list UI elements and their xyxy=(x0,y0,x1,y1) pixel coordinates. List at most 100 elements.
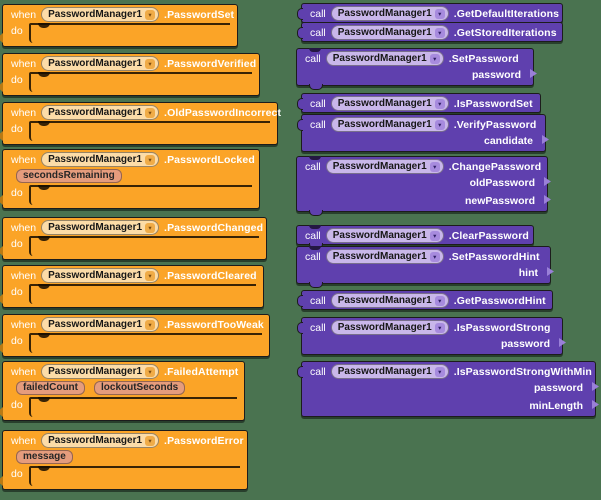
method-block-is-password-strong-with-min[interactable]: call PasswordManager1 ▾ .IsPasswordStron… xyxy=(297,361,599,417)
component-dropdown[interactable]: PasswordManager1 ▾ xyxy=(325,249,444,264)
value-socket-icon[interactable] xyxy=(542,135,549,144)
component-dropdown[interactable]: PasswordManager1 ▾ xyxy=(41,317,160,332)
event-block-password-changed[interactable]: when PasswordManager1 ▾ .PasswordChanged… xyxy=(0,217,267,260)
slot-notch-icon xyxy=(37,466,50,471)
do-slot[interactable] xyxy=(28,333,262,353)
component-dropdown[interactable]: PasswordManager1 ▾ xyxy=(41,433,160,448)
bottom-tab-icon xyxy=(309,84,323,90)
do-slot[interactable] xyxy=(28,185,252,205)
method-block-is-password-set[interactable]: call PasswordManager1 ▾ .IsPasswordSet xyxy=(297,93,541,113)
event-name: .PasswordLocked xyxy=(164,153,255,166)
value-socket-icon[interactable] xyxy=(547,267,554,276)
value-socket-icon[interactable] xyxy=(592,382,599,391)
do-keyword: do xyxy=(11,399,23,411)
value-socket-icon[interactable] xyxy=(544,195,551,204)
slot-notch-icon xyxy=(37,284,50,289)
value-socket-icon[interactable] xyxy=(592,400,599,409)
event-block-failed-attempt[interactable]: when PasswordManager1 ▾ .FailedAttempt f… xyxy=(0,361,245,421)
component-dropdown[interactable]: PasswordManager1 ▾ xyxy=(330,96,449,111)
component-dropdown[interactable]: PasswordManager1 ▾ xyxy=(330,364,449,379)
value-socket-icon[interactable] xyxy=(544,177,551,186)
event-block-password-error[interactable]: when PasswordManager1 ▾ .PasswordError m… xyxy=(0,430,248,490)
dropdown-arrow-icon: ▾ xyxy=(429,251,440,262)
event-block-password-locked[interactable]: when PasswordManager1 ▾ .PasswordLocked … xyxy=(0,149,260,209)
slot-notch-icon xyxy=(37,397,50,402)
dropdown-arrow-icon: ▾ xyxy=(434,295,445,306)
call-keyword: call xyxy=(310,321,326,334)
method-block-get-password-hint[interactable]: call PasswordManager1 ▾ .GetPasswordHint xyxy=(297,290,553,310)
do-slot[interactable] xyxy=(28,466,240,486)
component-dropdown[interactable]: PasswordManager1 ▾ xyxy=(325,228,444,243)
method-block-get-stored-iterations[interactable]: call PasswordManager1 ▾ .GetStoredIterat… xyxy=(297,22,563,42)
dropdown-arrow-icon: ▾ xyxy=(434,27,445,38)
call-keyword: call xyxy=(310,7,326,20)
component-dropdown[interactable]: PasswordManager1 ▾ xyxy=(41,105,160,120)
method-param-label: candidate xyxy=(483,134,533,147)
event-param-pill[interactable]: failedCount xyxy=(16,381,85,395)
component-dropdown[interactable]: PasswordManager1 ▾ xyxy=(41,268,160,283)
event-block-password-set[interactable]: when PasswordManager1 ▾ .PasswordSet do xyxy=(0,4,238,47)
call-keyword: call xyxy=(305,250,321,263)
component-dropdown[interactable]: PasswordManager1 ▾ xyxy=(41,364,160,379)
when-keyword: when xyxy=(11,269,37,282)
block-left-tab-icon xyxy=(0,82,3,92)
event-name: .PasswordError xyxy=(164,434,244,447)
dropdown-arrow-icon: ▾ xyxy=(145,107,156,118)
value-plug-icon xyxy=(297,366,303,378)
event-block-old-password-incorrect[interactable]: when PasswordManager1 ▾ .OldPasswordInco… xyxy=(0,102,281,145)
block-left-tab-icon xyxy=(0,407,3,417)
component-name: PasswordManager1 xyxy=(48,107,143,118)
component-dropdown[interactable]: PasswordManager1 ▾ xyxy=(330,6,449,21)
event-block-password-verified[interactable]: when PasswordManager1 ▾ .PasswordVerifie… xyxy=(0,53,260,96)
dropdown-arrow-icon: ▾ xyxy=(434,8,445,19)
component-dropdown[interactable]: PasswordManager1 ▾ xyxy=(41,220,160,235)
component-dropdown[interactable]: PasswordManager1 ▾ xyxy=(41,7,160,22)
when-keyword: when xyxy=(11,57,37,70)
component-dropdown[interactable]: PasswordManager1 ▾ xyxy=(330,25,449,40)
method-block-set-password-hint[interactable]: call PasswordManager1 ▾ .SetPasswordHint… xyxy=(296,246,554,288)
event-block-password-too-weak[interactable]: when PasswordManager1 ▾ .PasswordTooWeak… xyxy=(0,314,270,357)
do-slot[interactable] xyxy=(28,121,270,141)
method-block-verify-password[interactable]: call PasswordManager1 ▾ .VerifyPassword … xyxy=(297,114,549,152)
component-dropdown[interactable]: PasswordManager1 ▾ xyxy=(325,159,444,174)
component-dropdown[interactable]: PasswordManager1 ▾ xyxy=(330,320,449,335)
component-name: PasswordManager1 xyxy=(48,9,143,20)
dropdown-arrow-icon: ▾ xyxy=(145,435,156,446)
method-name: .SetPassword xyxy=(448,52,519,65)
method-block-get-default-iterations[interactable]: call PasswordManager1 ▾ .GetDefaultItera… xyxy=(297,3,563,23)
value-socket-icon[interactable] xyxy=(559,338,566,347)
do-keyword: do xyxy=(11,286,23,298)
method-block-change-password[interactable]: call PasswordManager1 ▾ .ChangePassword … xyxy=(296,156,551,216)
component-name: PasswordManager1 xyxy=(48,222,143,233)
event-param-pill[interactable]: message xyxy=(16,450,73,464)
component-dropdown[interactable]: PasswordManager1 ▾ xyxy=(41,152,160,167)
method-block-is-password-strong[interactable]: call PasswordManager1 ▾ .IsPasswordStron… xyxy=(297,317,566,355)
method-name: .IsPasswordStrong xyxy=(453,321,551,334)
method-block-set-password[interactable]: call PasswordManager1 ▾ .SetPassword pas… xyxy=(296,48,537,90)
slot-notch-icon xyxy=(37,236,50,241)
dropdown-arrow-icon: ▾ xyxy=(429,53,440,64)
do-slot[interactable] xyxy=(28,23,230,43)
block-left-tab-icon xyxy=(0,476,3,486)
method-block-clear-password[interactable]: call PasswordManager1 ▾ .ClearPassword xyxy=(296,225,534,249)
component-dropdown[interactable]: PasswordManager1 ▾ xyxy=(330,117,449,132)
dropdown-arrow-icon: ▾ xyxy=(429,230,440,241)
do-slot[interactable] xyxy=(28,236,259,256)
when-keyword: when xyxy=(11,221,37,234)
component-dropdown[interactable]: PasswordManager1 ▾ xyxy=(41,56,160,71)
call-keyword: call xyxy=(310,97,326,110)
do-slot[interactable] xyxy=(28,397,237,417)
do-slot[interactable] xyxy=(28,284,256,304)
component-dropdown[interactable]: PasswordManager1 ▾ xyxy=(325,51,444,66)
event-param-pill[interactable]: lockoutSeconds xyxy=(94,381,186,395)
component-name: PasswordManager1 xyxy=(337,27,432,38)
component-dropdown[interactable]: PasswordManager1 ▾ xyxy=(330,293,449,308)
method-name: .ChangePassword xyxy=(448,160,542,173)
value-socket-icon[interactable] xyxy=(530,69,537,78)
slot-notch-icon xyxy=(37,121,50,126)
when-keyword: when xyxy=(11,153,37,166)
event-param-pill[interactable]: secondsRemaining xyxy=(16,169,122,183)
value-plug-icon xyxy=(297,295,303,307)
event-block-password-cleared[interactable]: when PasswordManager1 ▾ .PasswordCleared… xyxy=(0,265,264,308)
do-slot[interactable] xyxy=(28,72,252,92)
